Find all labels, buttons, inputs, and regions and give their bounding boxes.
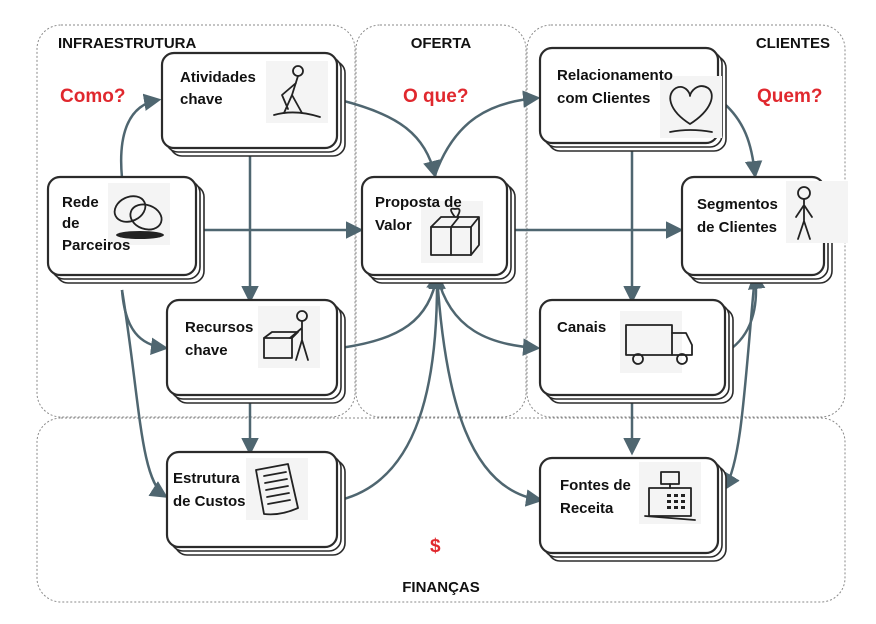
region-financas [36,417,846,603]
region-oferta [355,24,527,418]
region-title-financas: FINANÇAS [402,579,480,596]
question-dinheiro: $ [430,536,441,557]
region-title-clientes: CLIENTES [756,35,830,52]
arrow-rede-custos [120,289,168,498]
block-proposta-label-0: Proposta de [375,194,462,211]
flow-arrows [119,90,766,507]
block-segmentos: Segmentos de Clientes [680,175,848,284]
block-canais: Canais [538,298,734,404]
block-custos: Estrutura de Custos [165,450,346,556]
block-canais-label-0: Canais [557,319,606,336]
block-proposta-label-1: Valor [375,217,412,234]
question-como: Como? [60,86,125,107]
delivery-truck-icon [620,311,693,373]
person-working-icon [266,61,328,123]
arrow-custos-proposta [339,271,446,502]
block-receita: Fontes de Receita [538,456,727,562]
arrow-proposta-receita [435,274,544,507]
block-receita-label-1: Receita [560,500,614,517]
region-title-infraestrutura: INFRAESTRUTURA [58,35,196,52]
arrow-proposta-canais [435,274,541,356]
arrow-rede-atividades [119,93,162,179]
block-atividades-label-1: chave [180,91,223,108]
arrow-proposta-relacionamento [433,90,541,176]
block-rede-label-1: de [62,215,80,232]
block-atividades: Atividades chave [160,51,346,157]
question-o-que: O que? [403,86,468,107]
arrow-relacionamento-segmentos [719,99,763,179]
block-rede-label-2: Parceiros [62,237,130,254]
block-relacionamento-label-1: com Clientes [557,90,650,107]
gift-box-icon [421,201,483,263]
heart-icon [660,76,722,138]
region-clientes [526,24,846,418]
block-recursos-label-0: Recursos [185,319,253,336]
block-segmentos-label-1: de Clientes [697,219,777,236]
block-rede-label-0: Rede [62,194,99,211]
block-segmentos-label-0: Segmentos [697,196,778,213]
cash-register-icon [639,462,701,524]
arrow-segmentos-receita [723,274,757,491]
region-infraestrutura [36,24,356,418]
region-title-oferta: OFERTA [411,35,472,52]
block-receita-label-0: Fontes de [560,477,631,494]
block-atividades-label-0: Atividades [180,69,256,86]
linked-rings-icon [108,183,170,245]
standing-person-icon [786,181,848,243]
block-custos-label-0: Estrutura [173,470,240,487]
block-custos-label-1: de Custos [173,493,246,510]
block-relacionamento-label-0: Relacionamento [557,67,673,84]
block-proposta: Proposta de Valor [360,175,516,284]
question-quem: Quem? [757,86,822,107]
receipt-scroll-icon [246,458,308,520]
arrow-atividades-proposta [339,98,441,179]
block-recursos: Recursos chave [165,298,346,404]
block-recursos-label-1: chave [185,342,228,359]
person-with-crate-icon [258,306,320,368]
block-relacionamento: Relacionamento com Clientes [538,46,727,152]
